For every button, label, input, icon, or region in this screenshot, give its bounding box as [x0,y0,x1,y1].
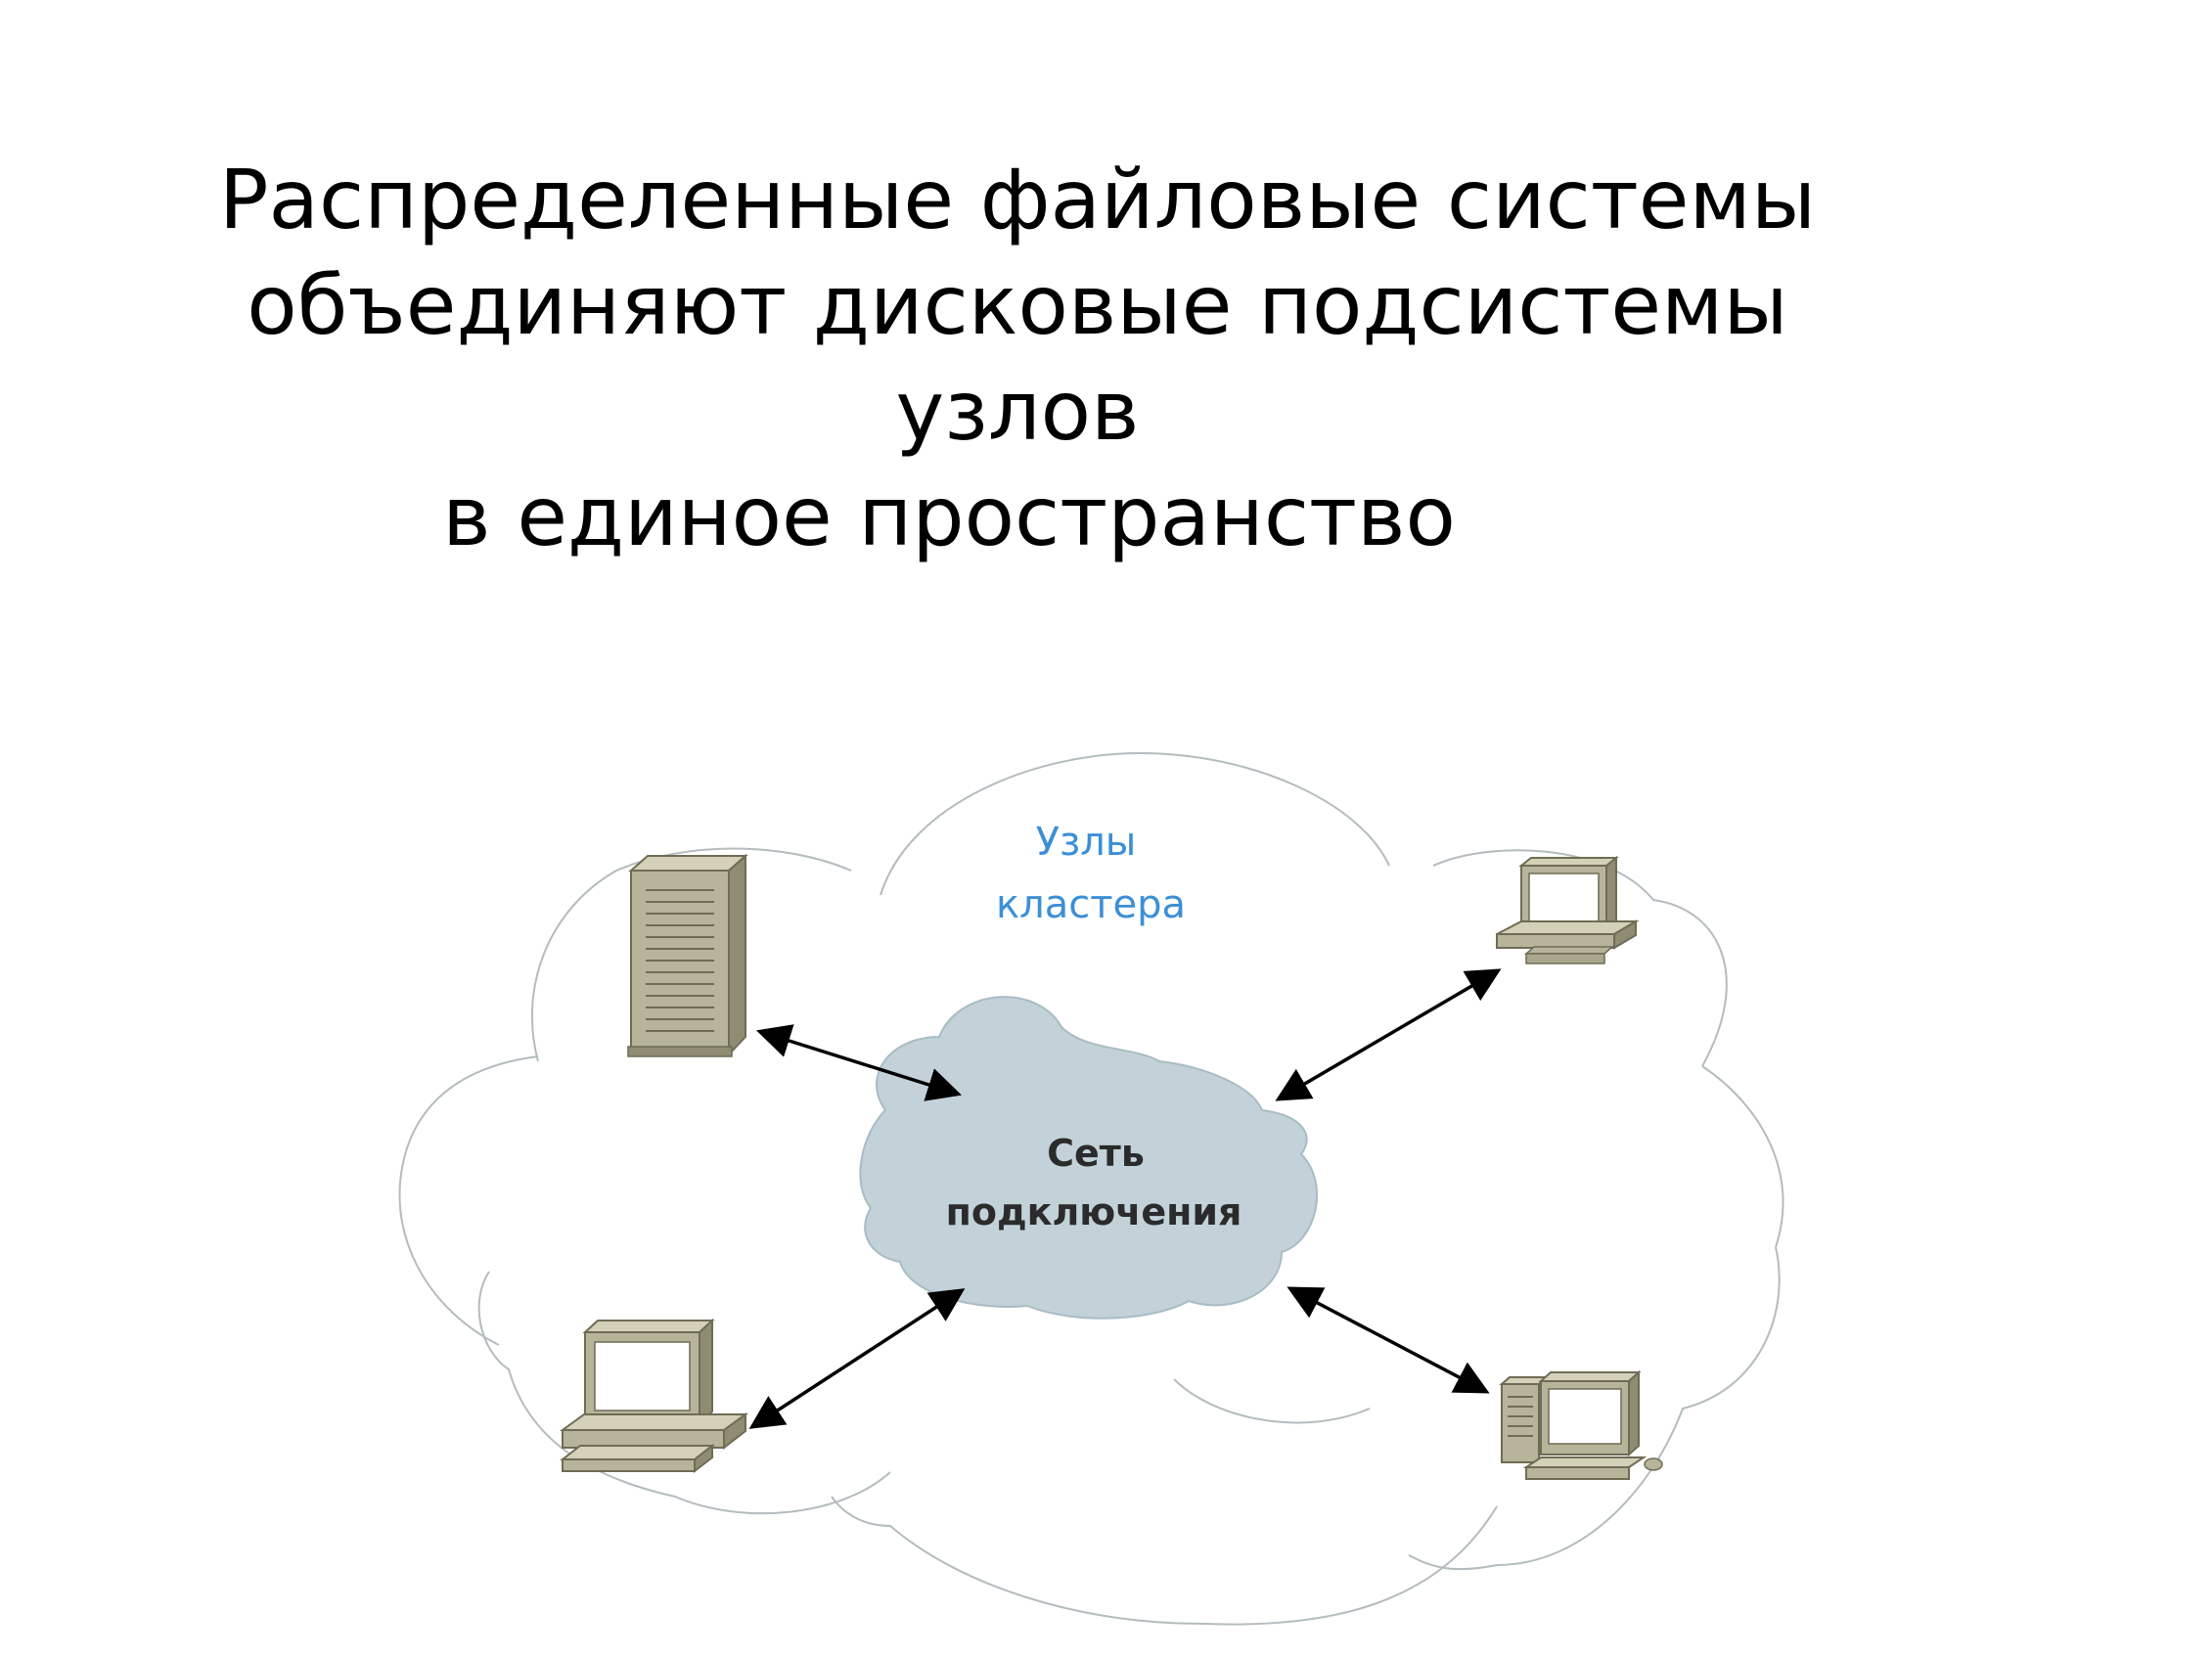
desktop-computer-icon [559,1318,749,1474]
network-label-line-1: Сеть [1047,1132,1145,1175]
connections [748,968,1502,1429]
arrow-laptop-to-network [1275,968,1502,1101]
slide-title: Распределенные файловые системы объединя… [0,147,2035,569]
arrow-desktop-to-network [748,1288,966,1429]
network-label-line-2: подключения [946,1190,1242,1233]
title-line-2: объединяют дисковые подсистемы [247,257,1788,353]
title-line-3: узлов [895,363,1140,459]
network-cloud [859,996,1318,1320]
laptop-icon [1496,855,1640,964]
cluster-label-line-1: Узлы [1036,820,1137,865]
title-line-4: в единое пространство [442,469,1456,564]
server-tower-icon [627,853,748,1057]
cluster-label-line-2: кластера [996,882,1186,927]
arrow-workstation-to-network [1287,1286,1490,1394]
arrow-server-to-network [755,1024,963,1101]
title-line-1: Распределенные файловые системы [218,152,1817,247]
workstation-icon [1499,1369,1663,1480]
